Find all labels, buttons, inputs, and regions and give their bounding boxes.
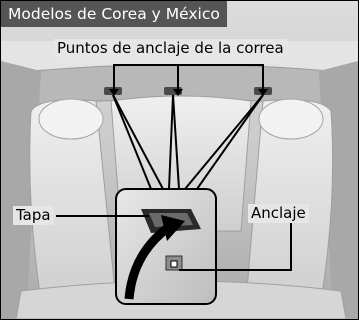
cover-label: Tapa [13,206,54,225]
anchor-label: Anclaje [248,204,309,223]
anchor-callout-line [179,223,292,271]
anchor-points-label: Puntos de anclaje de la correa [54,39,287,58]
page-title: Modelos de Corea y México [1,1,227,27]
detail-inset [115,188,217,305]
anchor-points-bracket [113,64,264,89]
callout-lines [112,94,264,190]
